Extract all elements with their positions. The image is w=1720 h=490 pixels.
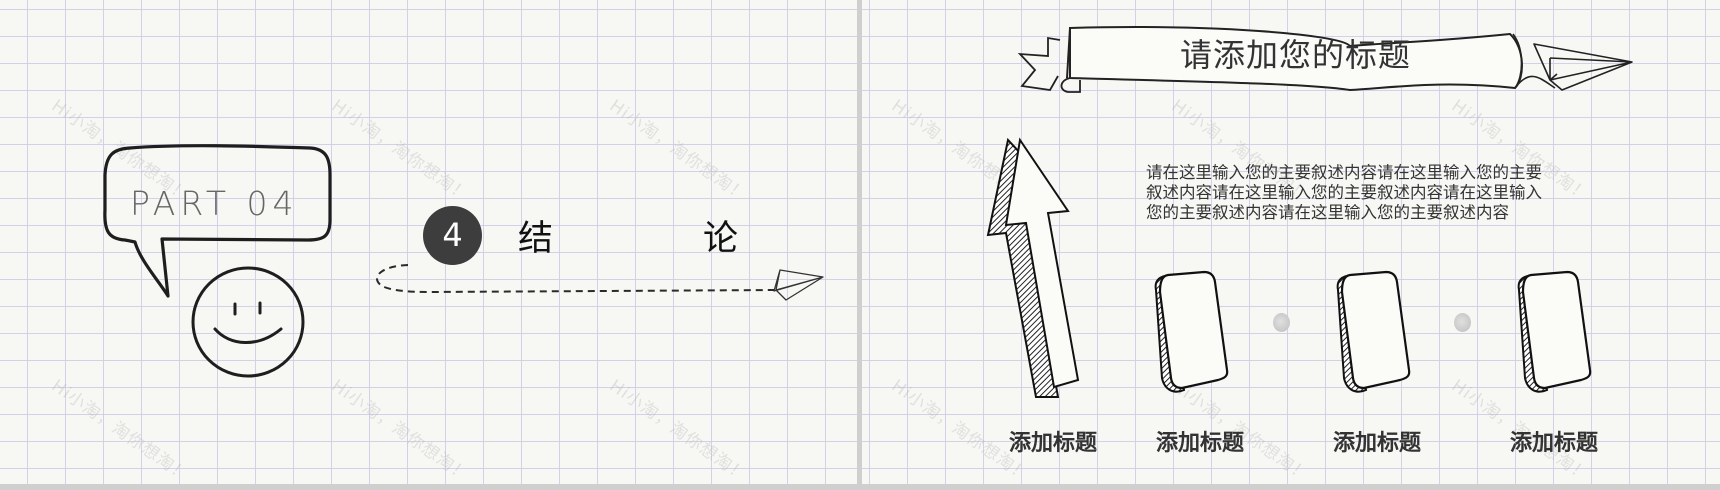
description-line: 请在这里输入您的主要叙述内容请在这里输入您的主要 <box>1146 163 1542 182</box>
dashed-path <box>376 264 779 294</box>
watermark: Hi小淘，淘你想淘！ <box>327 376 474 484</box>
part-label: PART 04 <box>130 184 299 223</box>
block-icon <box>1517 270 1592 393</box>
watermark: Hi小淘，淘你想淘！ <box>605 376 752 484</box>
section-number-badge: 4 <box>423 206 482 265</box>
item-label-3: 添加标题 <box>1333 431 1422 456</box>
banner-title: 请添加您的标题 <box>1180 36 1412 74</box>
watermark: Hi小淘，淘你想淘！ <box>47 376 194 484</box>
section-title-char-2: 论 <box>703 219 739 259</box>
item-label-1: 添加标题 <box>1009 431 1098 456</box>
item-label-2: 添加标题 <box>1156 431 1245 456</box>
description-line: 叙述内容请在这里输入您的主要叙述内容请在这里输入 <box>1146 183 1542 202</box>
description-line: 您的主要叙述内容请在这里输入您的主要叙述内容 <box>1146 203 1509 222</box>
paper-plane-icon <box>1533 43 1633 91</box>
ribbon-banner-icon <box>1017 26 1556 93</box>
block-icon <box>1154 270 1229 393</box>
watermark: Hi小淘，淘你想淘！ <box>605 96 752 207</box>
slide-left[interactable]: Hi小淘，淘你想淘！ Hi小淘，淘你想淘！ Hi小淘，淘你想淘！ Hi小淘，淘你… <box>0 0 857 484</box>
separator-dot <box>1454 313 1471 332</box>
separator-dot <box>1273 313 1290 332</box>
paper-plane-icon <box>773 269 824 301</box>
watermark: Hi小淘，淘你想淘！ <box>327 96 474 207</box>
arrow-up-icon <box>986 137 1080 398</box>
section-title-char-1: 结 <box>518 219 554 259</box>
item-label-4: 添加标题 <box>1510 431 1599 456</box>
speech-bubble-icon <box>103 144 332 298</box>
block-icon <box>1336 270 1411 393</box>
smiley-face-icon <box>191 266 305 378</box>
description-text: 请在这里输入您的主要叙述内容请在这里输入您的主要 叙述内容请在这里输入您的主要叙… <box>1146 163 1606 223</box>
